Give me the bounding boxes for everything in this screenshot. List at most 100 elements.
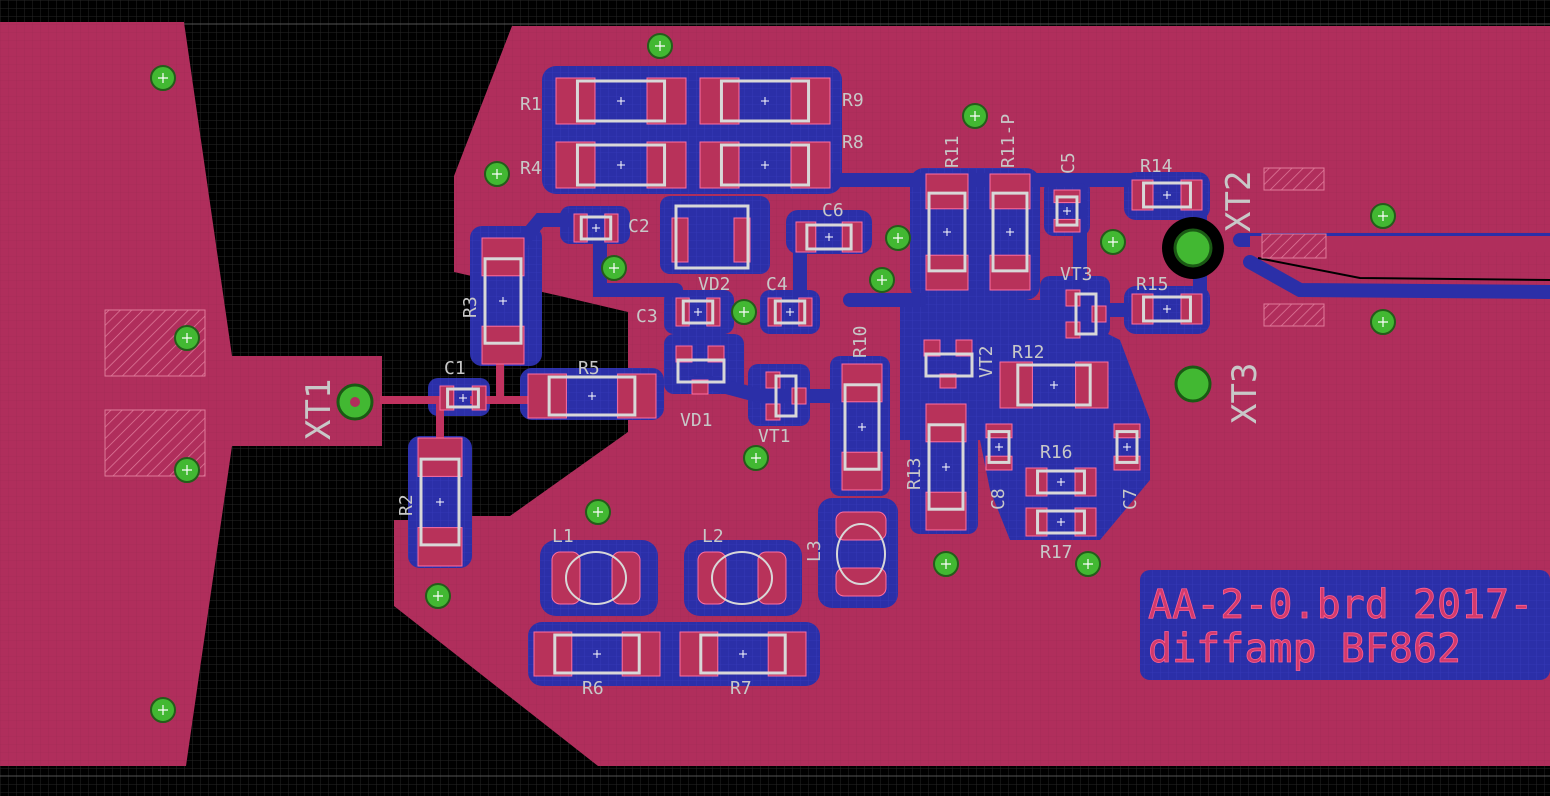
xt2-pad-top bbox=[1263, 167, 1325, 191]
via-icon bbox=[962, 103, 988, 129]
smd-r12 bbox=[999, 361, 1109, 409]
via-icon bbox=[885, 225, 911, 251]
component-outline bbox=[1142, 181, 1192, 209]
origin-mark bbox=[761, 161, 769, 169]
smd-pad-icon bbox=[699, 141, 740, 189]
label-r5: R5 bbox=[578, 358, 600, 379]
board-title-line1: AA-2-0.brd 2017- bbox=[1148, 582, 1533, 628]
origin-mark bbox=[436, 498, 444, 506]
component-outline bbox=[674, 204, 750, 270]
component-outline bbox=[843, 383, 881, 471]
smd-pad-icon bbox=[835, 567, 887, 597]
smd-pad-icon bbox=[925, 403, 967, 443]
label-xt1: XT1 bbox=[299, 379, 339, 440]
via-icon bbox=[933, 551, 959, 577]
smd-pad-icon bbox=[555, 141, 596, 189]
label-r10: R10 bbox=[850, 325, 871, 358]
via-icon bbox=[743, 445, 769, 471]
label-vt2: VT2 bbox=[976, 345, 997, 378]
component-outline bbox=[1115, 430, 1139, 464]
smd-r5 bbox=[527, 373, 657, 419]
label-r7: R7 bbox=[730, 678, 752, 699]
smd-pad-icon bbox=[733, 217, 751, 263]
label-vt1: VT1 bbox=[758, 426, 791, 447]
origin-mark bbox=[825, 233, 833, 241]
smd-r16 bbox=[1025, 467, 1097, 497]
origin-mark bbox=[1057, 478, 1065, 486]
component-outline bbox=[565, 551, 627, 605]
via-icon bbox=[731, 299, 757, 325]
origin-mark bbox=[459, 394, 467, 402]
smd-vd1 bbox=[675, 345, 726, 395]
component-outline bbox=[1036, 469, 1086, 495]
origin-mark bbox=[1063, 207, 1071, 215]
via-icon bbox=[1370, 309, 1396, 335]
component-outline bbox=[483, 257, 523, 345]
xt2-pad-bottom bbox=[1263, 303, 1325, 327]
label-r9: R9 bbox=[842, 90, 864, 111]
board-title-line2: diffamp BF862 bbox=[1148, 626, 1461, 672]
smd-l3 bbox=[835, 511, 887, 597]
label-r17: R17 bbox=[1040, 542, 1073, 563]
label-c7: C7 bbox=[1120, 488, 1141, 510]
smd-pad-icon bbox=[527, 373, 567, 419]
component-outline bbox=[836, 523, 886, 585]
via-icon bbox=[601, 255, 627, 281]
smd-pad-icon bbox=[765, 403, 781, 421]
component-outline bbox=[681, 299, 715, 325]
smd-r2 bbox=[417, 437, 463, 567]
smd-pad-icon bbox=[646, 77, 687, 125]
via-icon bbox=[484, 161, 510, 187]
component-outline bbox=[575, 143, 667, 187]
smd-pad-icon bbox=[767, 631, 807, 677]
smd-r1 bbox=[555, 77, 687, 125]
component-outline bbox=[773, 299, 807, 325]
smd-r10 bbox=[841, 363, 883, 491]
component-outline bbox=[927, 423, 965, 511]
origin-mark bbox=[943, 228, 951, 236]
component-outline bbox=[719, 79, 811, 123]
label-l3: L3 bbox=[804, 540, 825, 562]
origin-mark bbox=[1123, 443, 1131, 451]
smd-pad-icon bbox=[925, 173, 969, 210]
smd-pad-icon bbox=[925, 254, 969, 291]
smd-pad-icon bbox=[790, 141, 831, 189]
component-outline bbox=[547, 375, 637, 417]
smd-c8 bbox=[985, 423, 1013, 471]
origin-mark bbox=[617, 161, 625, 169]
xt2-line-lower bbox=[1257, 257, 1550, 281]
smd-c2 bbox=[573, 213, 619, 243]
smd-pad-icon bbox=[481, 237, 525, 277]
origin-mark bbox=[739, 650, 747, 658]
label-l2: L2 bbox=[702, 526, 724, 547]
via-icon bbox=[425, 583, 451, 609]
smd-r11 bbox=[925, 173, 969, 291]
smd-pad-icon bbox=[790, 77, 831, 125]
origin-mark bbox=[786, 308, 794, 316]
via-icon bbox=[174, 325, 200, 351]
label-r11p: R11-P bbox=[998, 114, 1019, 168]
label-c5: C5 bbox=[1058, 152, 1079, 174]
smd-components bbox=[417, 77, 1203, 677]
smd-r9 bbox=[699, 77, 831, 125]
via-icon bbox=[869, 267, 895, 293]
component-outline bbox=[699, 633, 787, 675]
via-icon bbox=[150, 65, 176, 91]
smd-pad-icon bbox=[555, 77, 596, 125]
label-r15: R15 bbox=[1136, 274, 1169, 295]
component-outline bbox=[676, 358, 726, 384]
smd-pad-icon bbox=[989, 173, 1031, 210]
silkscreen-labels: R1 R4 R9 R8 C2 C6 VD2 C4 C3 C1 R5 VD1 VT… bbox=[299, 90, 1534, 699]
origin-mark bbox=[593, 650, 601, 658]
origin-mark bbox=[1163, 191, 1171, 199]
smd-pad-icon bbox=[1075, 361, 1109, 409]
label-c3: C3 bbox=[636, 306, 658, 327]
origin-mark bbox=[588, 392, 596, 400]
smd-pad-icon bbox=[955, 339, 973, 357]
smd-pad-icon bbox=[1065, 289, 1081, 307]
xt2-pad-center bbox=[1261, 233, 1327, 259]
smd-pad-icon bbox=[707, 345, 725, 363]
smd-vd2 bbox=[671, 204, 751, 270]
smd-c6 bbox=[795, 221, 863, 253]
via-icon bbox=[647, 33, 673, 59]
